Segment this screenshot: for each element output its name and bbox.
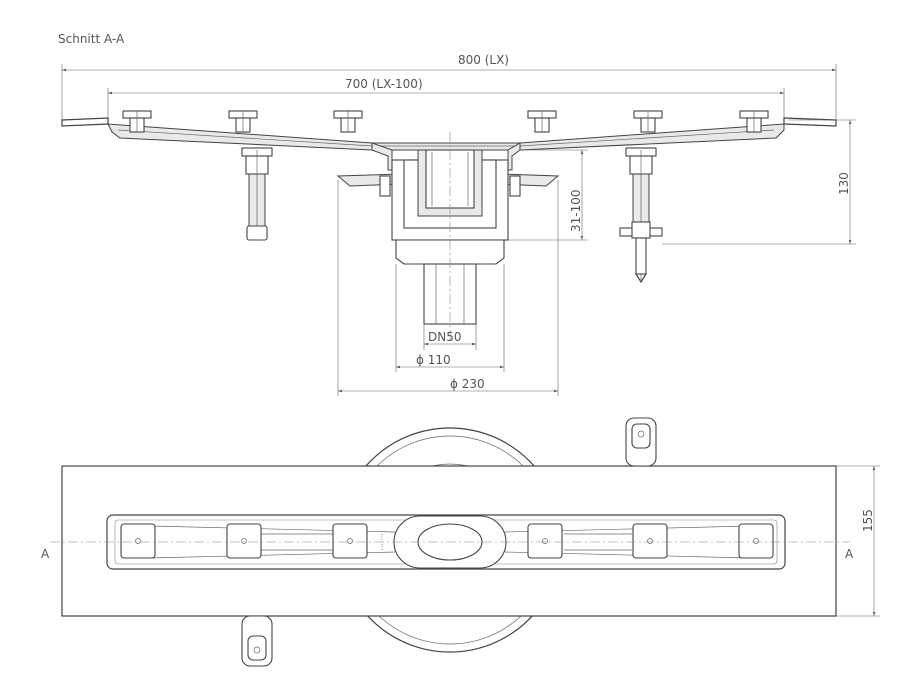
- plan-lug-bottom: [241, 615, 273, 667]
- pad-2: [226, 523, 262, 559]
- channel-width-label: 700 (LX-100): [345, 77, 423, 91]
- support-1: [122, 110, 152, 133]
- section-view: 800 (LX) 700 (LX-100): [61, 53, 856, 396]
- support-3: [333, 110, 363, 133]
- drawing-title: Schnitt A-A: [58, 32, 125, 46]
- height-adjust-label: 31-100: [569, 189, 583, 232]
- overall-width-label: 800 (LX): [458, 53, 509, 67]
- plan-lug-top: [625, 417, 657, 467]
- pad-3: [332, 523, 368, 559]
- outlet-dn-label: DN50: [428, 330, 462, 344]
- sealing-flange: [61, 117, 837, 127]
- grate-supports: [122, 110, 769, 133]
- dim-flange-dia: ϕ 230: [337, 180, 559, 396]
- height-total-label: 130: [837, 172, 851, 195]
- pad-6: [738, 523, 774, 559]
- dim-outlet-dia: ϕ 110: [395, 264, 505, 372]
- dim-outlet-dn: DN50: [423, 324, 477, 350]
- left-adjustable-foot: [241, 147, 273, 241]
- plan-view: A A 155: [41, 417, 880, 667]
- outlet-dia-label: ϕ 110: [416, 353, 451, 367]
- section-marker-right: A: [845, 547, 854, 561]
- dim-channel-width: 700 (LX-100): [107, 77, 785, 125]
- flange-dia-label: ϕ 230: [450, 377, 485, 391]
- plan-support-pads: [120, 523, 774, 559]
- support-6: [739, 110, 769, 133]
- dim-overall-width: 800 (LX): [61, 53, 837, 120]
- dim-plan-width: 155: [836, 465, 880, 617]
- dim-height-adjust: 31-100: [508, 149, 588, 241]
- plan-width-label: 155: [861, 509, 875, 532]
- pad-5: [632, 523, 668, 559]
- pad-1: [120, 523, 156, 559]
- right-adjustable-foot: [619, 147, 663, 284]
- channel-tray: [107, 123, 785, 151]
- pad-4: [527, 523, 563, 559]
- dim-height-total: 130: [662, 119, 856, 245]
- support-5: [633, 110, 663, 133]
- drain-body: [336, 132, 560, 340]
- section-marker-left: A: [41, 547, 50, 561]
- support-4: [527, 110, 557, 133]
- support-2: [228, 110, 258, 133]
